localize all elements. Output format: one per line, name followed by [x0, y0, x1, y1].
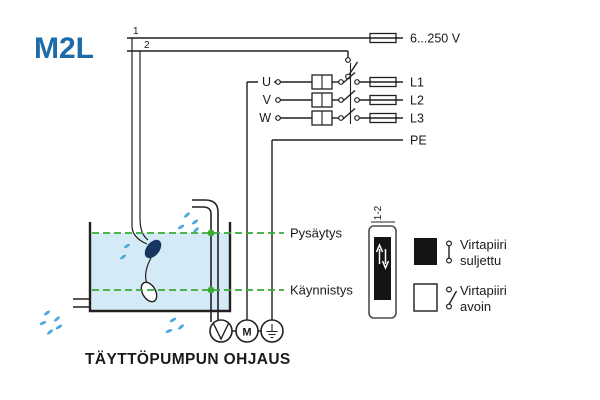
- pump-impeller: [212, 323, 230, 341]
- phase-label-v: V: [263, 93, 272, 107]
- output-label-l2: L2: [410, 94, 424, 108]
- terminal-dot: [338, 79, 344, 85]
- water-drop-icon: [165, 328, 173, 334]
- water-drop-icon: [43, 310, 51, 316]
- voltage-label: 6...250 V: [410, 32, 461, 46]
- phase-label-u: U: [262, 75, 271, 89]
- terminal-dot: [275, 97, 281, 103]
- phase-row-v: V L2: [263, 89, 424, 108]
- float-cable-2: [139, 51, 149, 241]
- legend-open-text-2: avoin: [460, 299, 491, 314]
- water-drop-icon: [178, 324, 184, 330]
- water-drop-icon: [39, 320, 47, 326]
- start-level: Käynnistys: [92, 283, 353, 298]
- pe-row: PE: [272, 134, 427, 148]
- legend-switch-slider: [374, 237, 391, 300]
- legend-closed-text-2: suljettu: [460, 253, 501, 268]
- float-switch-lower-icon: [140, 281, 158, 303]
- water-drop-icon: [123, 243, 131, 249]
- fuse-icon: [369, 76, 397, 88]
- start-level-label: Käynnistys: [290, 283, 353, 298]
- outlet-pipe: [73, 298, 90, 308]
- float-cable-3: [145, 257, 152, 284]
- fuse-icon: [369, 94, 397, 106]
- terminal-dot: [354, 115, 360, 121]
- float-switch-upper-icon: [144, 239, 162, 259]
- water-drop-icon: [191, 219, 199, 225]
- water-drop-icon: [47, 329, 53, 335]
- control-line-2-label: 2: [144, 40, 150, 51]
- switch-blade: [342, 71, 356, 84]
- terminal-dot: [338, 115, 344, 121]
- motor-label: M: [242, 327, 251, 339]
- switch-blade: [342, 107, 356, 120]
- water-drop-icon: [55, 324, 63, 330]
- legend-switch-label: 1-2: [373, 205, 384, 220]
- float-switch: [131, 38, 162, 303]
- legend-closed: Virtapiiri suljettu: [414, 237, 507, 268]
- stop-level: Pysäytys: [92, 226, 343, 241]
- terminal-dot: [354, 97, 360, 103]
- level-dot-start: [207, 286, 215, 294]
- fuse-icon: [369, 112, 397, 124]
- diagram-title: M2L: [34, 32, 94, 65]
- legend-open-box: [413, 283, 438, 312]
- terminal-dot: [275, 115, 281, 121]
- control-switch-contact: [345, 51, 359, 124]
- water-drop-icon: [193, 227, 199, 233]
- pipe-inner: [192, 206, 212, 322]
- level-dot-stop: [207, 229, 215, 237]
- terminal-dot: [354, 79, 360, 85]
- water-drop-icon: [177, 224, 185, 230]
- legend-closed-text-1: Virtapiiri: [460, 237, 507, 252]
- arrow-down-icon: [381, 249, 390, 270]
- spray-drops: [39, 212, 199, 335]
- tank-wall: [88, 222, 232, 313]
- legend-switch: 1-2: [368, 205, 397, 319]
- earth-symbol: [266, 324, 278, 339]
- control-line-1-label: 1: [133, 26, 139, 37]
- output-label-pe: PE: [410, 134, 427, 148]
- switch-blade: [342, 89, 356, 102]
- fill-pipe: [192, 199, 219, 322]
- water-drop-icon: [54, 316, 60, 322]
- terminal-dot: [275, 79, 281, 85]
- pipe-outer: [192, 199, 219, 322]
- control-lines: 1 2 6...250 V: [127, 26, 461, 52]
- legend-open: Virtapiiri avoin: [413, 283, 507, 314]
- stop-level-label: Pysäytys: [290, 226, 343, 241]
- terminal-dot: [345, 57, 351, 63]
- water-drop-icon: [120, 254, 126, 260]
- phase-label-w: W: [259, 111, 271, 125]
- water-drop-icon: [169, 317, 177, 323]
- water-drop-icon: [184, 212, 190, 218]
- output-label-l1: L1: [410, 76, 424, 90]
- phase-row-w: W L3: [259, 107, 424, 126]
- fuse-icon: [369, 32, 397, 44]
- terminal-dot: [338, 97, 344, 103]
- phase-row-u: U L1: [247, 71, 424, 90]
- open-contact-icon: [446, 286, 458, 310]
- diagram-caption: TÄYTTÖPUMPUN OHJAUS: [85, 351, 291, 368]
- closed-contact-icon: [446, 240, 453, 264]
- arrow-up-icon: [375, 243, 384, 264]
- legend-open-text-1: Virtapiiri: [460, 283, 507, 298]
- output-label-l3: L3: [410, 112, 424, 126]
- float-cable-1: [131, 38, 148, 245]
- legend-closed-box: [414, 238, 437, 265]
- pump-unit: M: [209, 319, 284, 343]
